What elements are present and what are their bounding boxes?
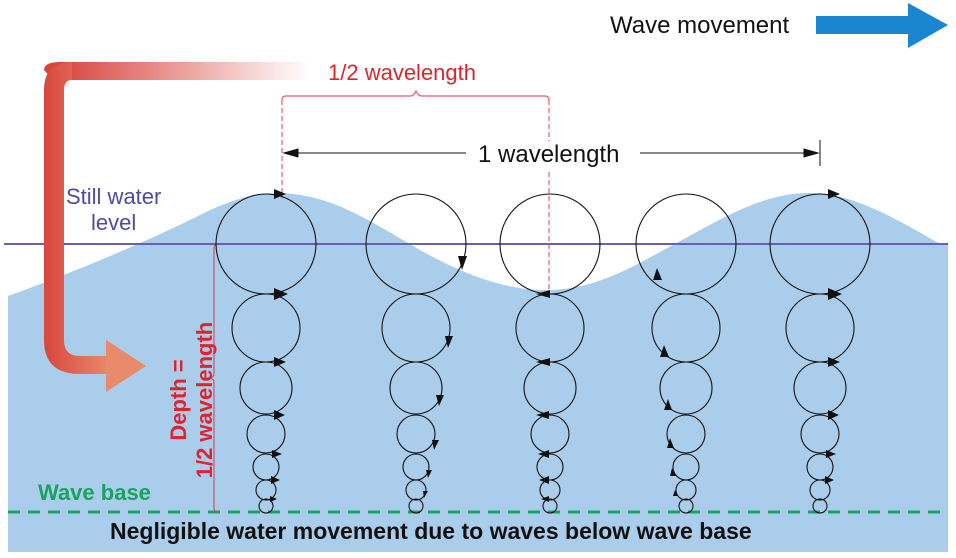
still-water-level-label: Still water level: [66, 184, 161, 236]
negligible-movement-caption: Negligible water movement due to waves b…: [110, 518, 752, 544]
wave-movement-label: Wave movement: [610, 12, 790, 39]
water-body: [8, 193, 948, 518]
bottom-band: [8, 512, 948, 552]
orbit-columns: [215, 193, 871, 514]
red-bend-arrow: [44, 62, 310, 392]
wave-movement-arrow-icon: [816, 3, 948, 48]
wave-base-label: Wave base: [38, 480, 151, 505]
depth-label: Depth = 1/2 wavelength: [166, 300, 226, 500]
depth-line1: Depth =: [166, 359, 191, 441]
half-wavelength-label: 1/2 wavelength: [328, 60, 476, 85]
half-wavelength-bracket: [281, 89, 550, 298]
still-water-line2: level: [91, 210, 137, 235]
one-wavelength-label: 1 wavelength: [470, 141, 628, 169]
still-water-line1: Still water: [66, 184, 162, 209]
orbit-arrowheads: [270, 189, 842, 502]
depth-bracket: [209, 243, 219, 513]
depth-line2: 1/2 wavelength: [192, 321, 217, 479]
one-wavelength-dimension: [282, 140, 821, 166]
